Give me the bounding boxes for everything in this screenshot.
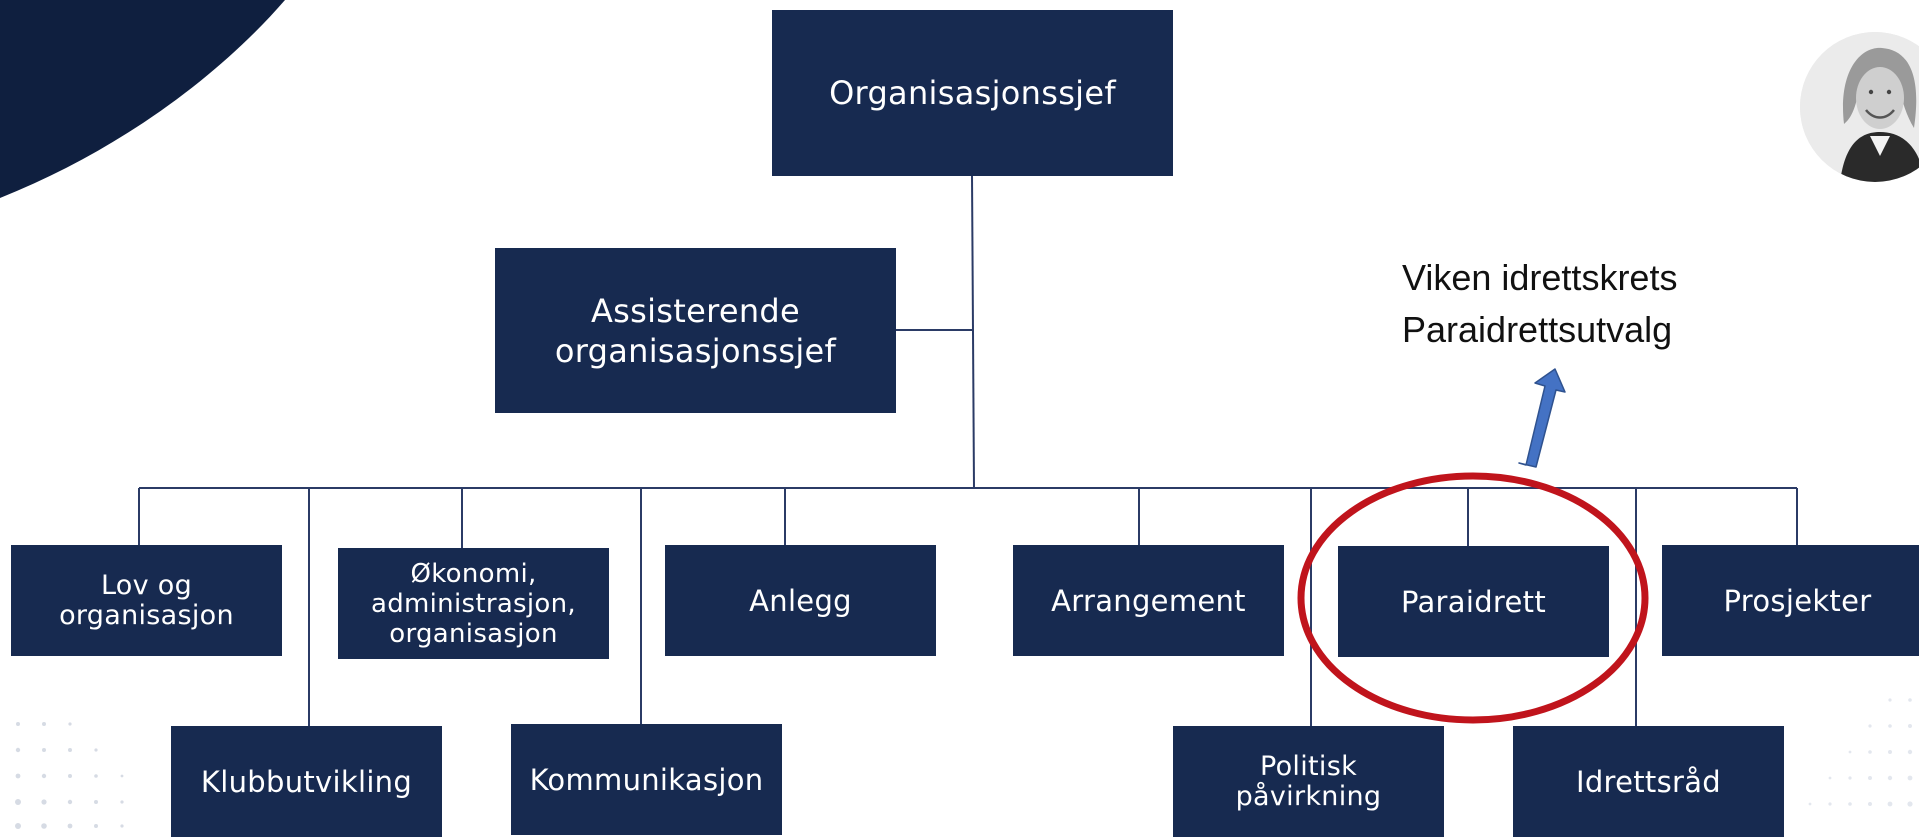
box-label: Anlegg bbox=[749, 583, 852, 618]
box-label: Politisk påvirkning bbox=[1235, 750, 1382, 812]
box-label: Prosjekter bbox=[1723, 583, 1872, 618]
box-label: Paraidrett bbox=[1401, 584, 1546, 619]
box-label: Klubbutvikling bbox=[200, 764, 413, 799]
callout-line-2: Paraidrettsutvalg bbox=[1402, 309, 1673, 350]
box-okonomi-administrasjon: Økonomi, administrasjon, organisasjon bbox=[338, 548, 609, 659]
box-idrettsrad: Idrettsråd bbox=[1513, 726, 1784, 837]
box-label: Økonomi, administrasjon, organisasjon bbox=[371, 558, 576, 649]
box-prosjekter: Prosjekter bbox=[1662, 545, 1919, 656]
box-lov-og-organisasjon: Lov og organisasjon bbox=[11, 545, 282, 656]
box-kommunikasjon: Kommunikasjon bbox=[511, 724, 782, 835]
callout-text: Viken idrettskrets Paraidrettsutvalg bbox=[1402, 252, 1677, 356]
box-label: Lov og organisasjon bbox=[59, 569, 234, 631]
avatar bbox=[1800, 32, 1919, 182]
corner-decoration bbox=[0, 0, 285, 198]
box-label: Organisasjonssjef bbox=[829, 74, 1116, 112]
box-paraidrett: Paraidrett bbox=[1338, 546, 1609, 657]
box-klubbutvikling: Klubbutvikling bbox=[171, 726, 442, 837]
box-label: Assisterende organisasjonssjef bbox=[554, 291, 837, 370]
box-organisasjonssjef: Organisasjonssjef bbox=[772, 10, 1173, 176]
box-label: Arrangement bbox=[1051, 583, 1246, 618]
box-politisk-pavirkning: Politisk påvirkning bbox=[1173, 726, 1444, 837]
box-assisterende-organisasjonssjef: Assisterende organisasjonssjef bbox=[495, 248, 896, 413]
person-portrait-icon bbox=[1800, 32, 1919, 182]
dot-pattern-left bbox=[15, 722, 124, 829]
box-anlegg: Anlegg bbox=[665, 545, 936, 656]
dot-pattern-right bbox=[1808, 698, 1913, 807]
box-label: Kommunikasjon bbox=[529, 762, 764, 797]
box-label: Idrettsråd bbox=[1575, 764, 1722, 799]
callout-line-1: Viken idrettskrets bbox=[1402, 257, 1678, 298]
box-arrangement: Arrangement bbox=[1013, 545, 1284, 656]
